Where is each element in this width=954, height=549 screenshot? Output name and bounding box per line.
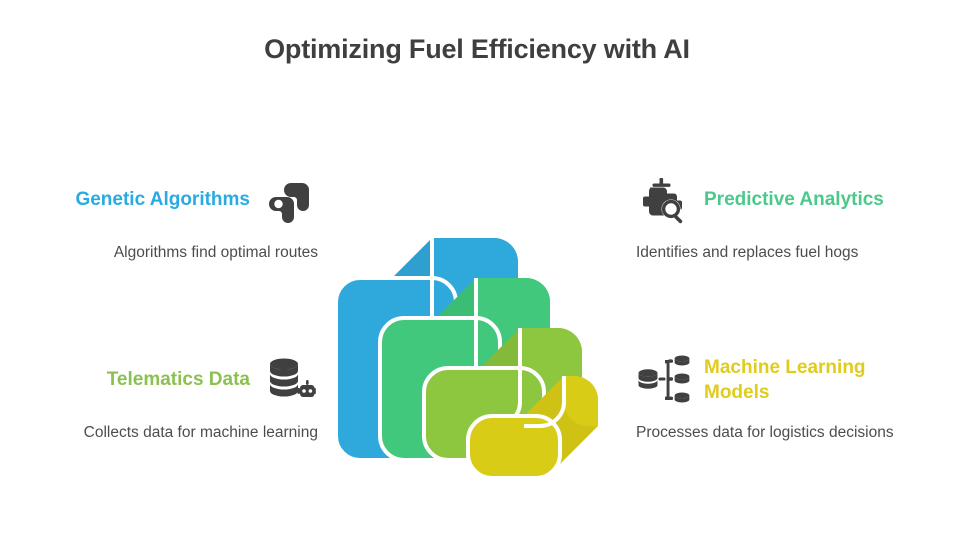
page-title: Optimizing Fuel Efficiency with AI bbox=[264, 34, 690, 64]
quadrant-header: Telematics Data bbox=[18, 352, 318, 408]
algorithm-blocks-icon bbox=[262, 172, 318, 228]
layer-yellow bbox=[466, 376, 598, 480]
quadrant-machine-learning-models: Machine Learning Models Processes data f… bbox=[636, 352, 936, 444]
quadrant-title-predictive-analytics: Predictive Analytics bbox=[704, 189, 884, 211]
database-robot-icon bbox=[262, 352, 318, 408]
quadrant-header: Predictive Analytics bbox=[636, 172, 936, 228]
quadrant-header: Machine Learning Models bbox=[636, 352, 936, 408]
database-branch-icon bbox=[636, 352, 692, 408]
quadrant-header: Genetic Algorithms bbox=[18, 172, 318, 228]
engine-magnifier-icon bbox=[636, 172, 692, 228]
quadrant-title-machine-learning-models: Machine Learning Models bbox=[704, 356, 866, 403]
quadrant-title-telematics-data: Telematics Data bbox=[106, 369, 250, 391]
quadrant-description-predictive-analytics: Identifies and replaces fuel hogs bbox=[636, 244, 859, 261]
quadrant-title-genetic-algorithms: Genetic Algorithms bbox=[75, 189, 250, 211]
quadrant-genetic-algorithms: Genetic Algorithms Algorithms find optim… bbox=[18, 172, 318, 264]
quadrant-description-machine-learning-models: Processes data for logistics decisions bbox=[636, 424, 894, 441]
quadrant-description-telematics-data: Collects data for machine learning bbox=[83, 424, 318, 441]
quadrant-description-genetic-algorithms: Algorithms find optimal routes bbox=[113, 244, 318, 261]
stacked-layers-graphic bbox=[328, 200, 620, 490]
quadrant-predictive-analytics: Predictive Analytics Identifies and repl… bbox=[636, 172, 936, 264]
quadrant-telematics-data: Telematics Data Collects bbox=[18, 352, 318, 444]
